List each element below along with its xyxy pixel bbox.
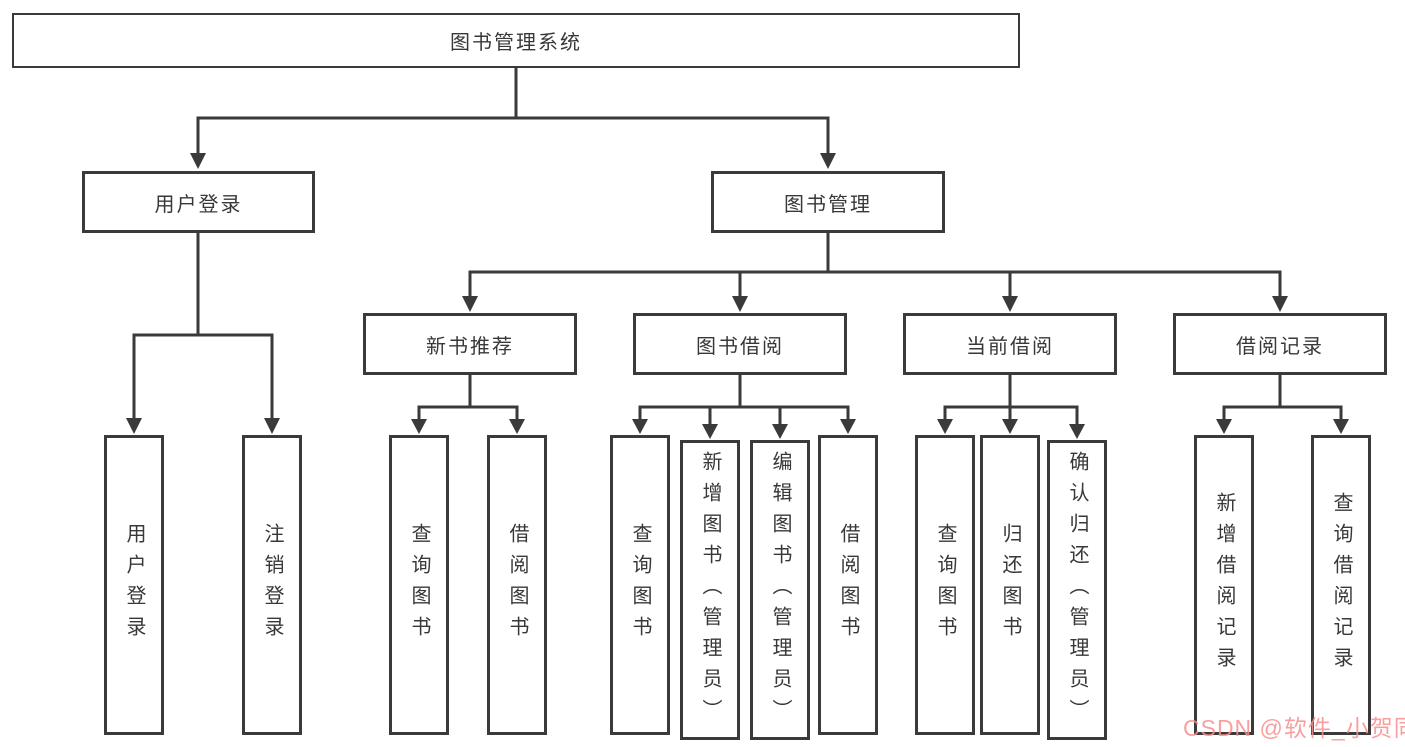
node-book-borrowing: 图书借阅 [633,313,847,375]
leaf-query-books-current: 查询图书 [915,435,975,735]
node-root: 图书管理系统 [12,13,1020,68]
leaf-borrow-books-borrowing: 借阅图书 [818,435,878,735]
leaf-add-book-admin: 新增图书（管理员） [680,440,740,740]
leaf-add-borrow-record: 新增借阅记录 [1194,435,1254,735]
leaf-edit-book-admin: 编辑图书（管理员） [750,440,810,740]
leaf-query-borrow-record: 查询借阅记录 [1311,435,1371,735]
node-new-book-recommend: 新书推荐 [363,313,577,375]
node-borrowing-records: 借阅记录 [1173,313,1387,375]
node-current-borrowing: 当前借阅 [903,313,1117,375]
csdn-watermark: CSDN @软件_小贺同学 [1183,715,1405,741]
leaf-confirm-return-admin: 确认归还（管理员） [1047,440,1107,740]
node-book-management: 图书管理 [711,171,945,233]
leaf-user-login: 用户登录 [104,435,164,735]
leaf-return-books: 归还图书 [980,435,1040,735]
leaf-query-books-borrowing: 查询图书 [610,435,670,735]
arrowheads [126,153,1349,439]
leaf-logout: 注销登录 [242,435,302,735]
node-user-login: 用户登录 [82,171,315,233]
leaf-query-books-recommend: 查询图书 [389,435,449,735]
leaf-borrow-books-recommend: 借阅图书 [487,435,547,735]
